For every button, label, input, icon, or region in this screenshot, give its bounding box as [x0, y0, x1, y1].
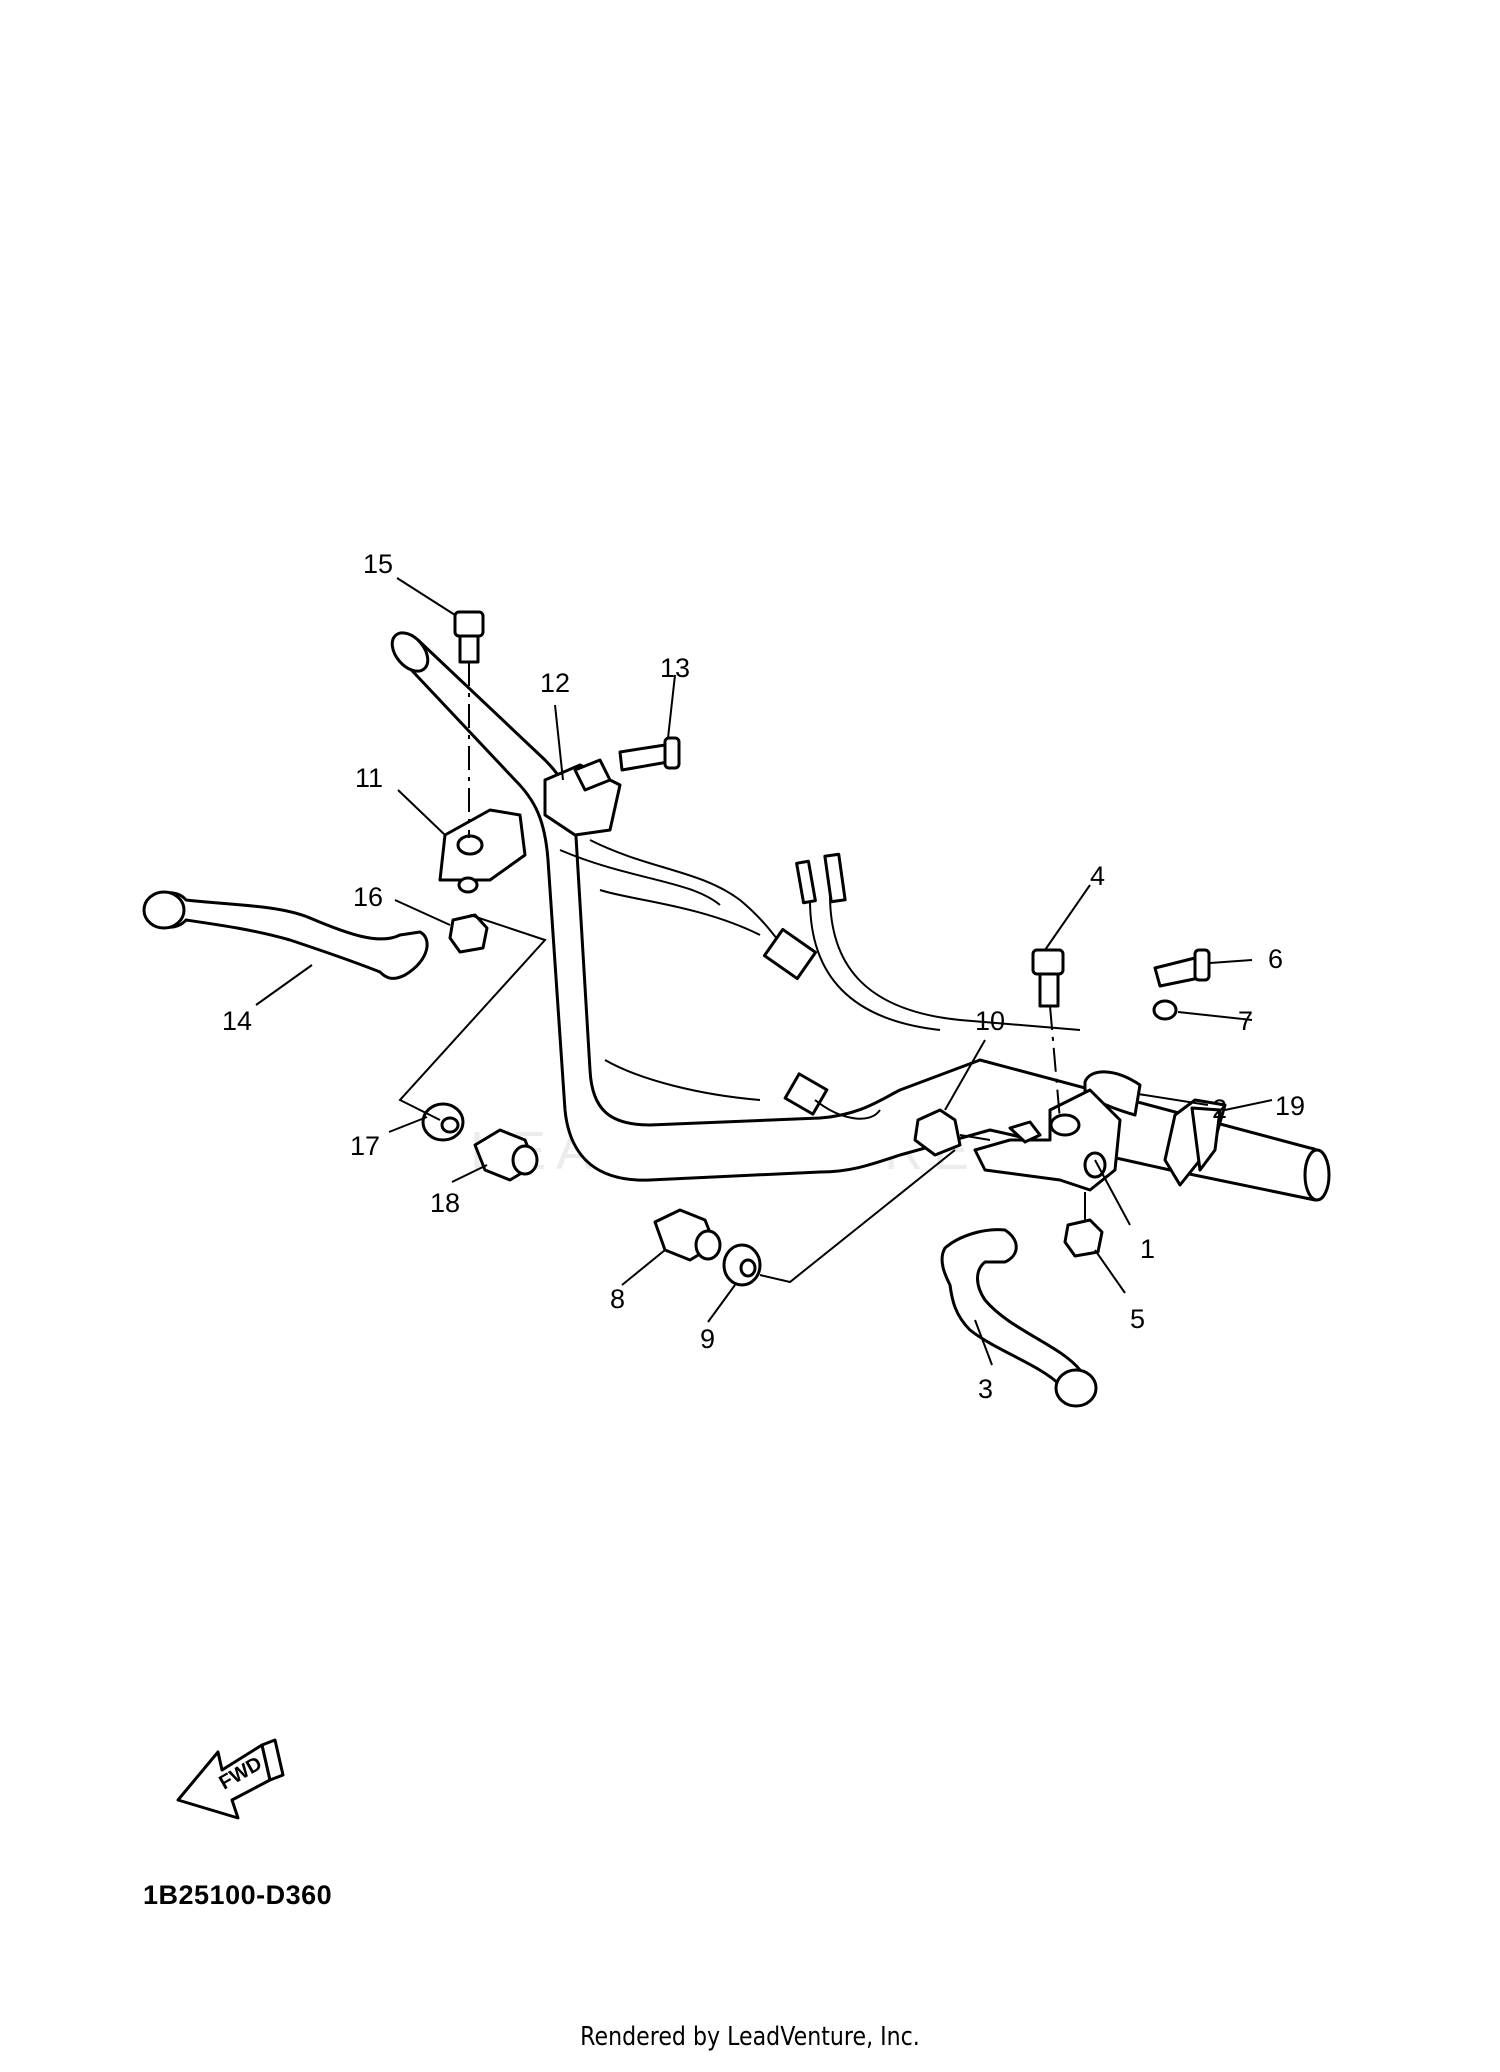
nut-5	[1063, 1218, 1104, 1258]
washer-7	[1152, 999, 1178, 1021]
screw-6	[1153, 948, 1211, 988]
callout-6: 6	[1268, 944, 1283, 974]
adjuster-nut-17	[421, 1102, 465, 1142]
assembly-line-left-2	[398, 914, 547, 1121]
callouts: 1 2 3 4 5 6 7 8 9 10 11 12 13 14 15 16 1…	[222, 549, 1305, 1404]
callout-17: 17	[350, 1131, 380, 1161]
screw-13	[618, 736, 681, 772]
callout-3: 3	[978, 1374, 993, 1404]
callout-13: 13	[660, 653, 690, 683]
diagram-code: 1B25100-D360	[143, 1880, 333, 1910]
brake-switch-10	[913, 1108, 1042, 1157]
callout-1: 1	[1140, 1234, 1155, 1264]
fwd-arrow-icon: FWD	[176, 1738, 285, 1820]
callout-9: 9	[700, 1324, 715, 1354]
nut-16	[448, 913, 489, 954]
callout-11: 11	[355, 763, 383, 793]
lever-holder-11	[438, 808, 527, 894]
throttle-housing-19	[1163, 1098, 1227, 1187]
callout-15: 15	[363, 549, 393, 579]
assembly-line-right	[1049, 1005, 1061, 1121]
callout-8: 8	[610, 1284, 625, 1314]
callout-7: 7	[1238, 1006, 1253, 1036]
callout-5: 5	[1130, 1304, 1145, 1334]
callout-14: 14	[222, 1006, 252, 1036]
wire-harness	[559, 839, 1081, 1120]
switch-12	[543, 758, 622, 837]
bolt-4	[1031, 948, 1065, 1008]
clutch-lever-14	[148, 891, 429, 980]
adjuster-18	[473, 1128, 539, 1182]
footer-text: Rendered by LeadVenture, Inc.	[580, 2022, 920, 2052]
adjuster-8	[653, 1208, 722, 1262]
assembly-line-right-2	[759, 1149, 956, 1284]
clutch-lever-ball	[142, 890, 186, 930]
lever-holder-1	[973, 1088, 1122, 1192]
callout-10: 10	[975, 1006, 1005, 1036]
callout-2: 2	[1212, 1094, 1227, 1124]
callout-18: 18	[430, 1188, 460, 1218]
callout-19: 19	[1275, 1091, 1305, 1121]
bolt-15	[453, 610, 485, 664]
adjuster-nut-9	[722, 1243, 762, 1287]
brake-lever-ball	[1054, 1368, 1098, 1408]
callout-4: 4	[1090, 861, 1105, 891]
callout-16: 16	[353, 882, 383, 912]
callout-12: 12	[540, 668, 570, 698]
leader-lines	[255, 577, 1273, 1366]
